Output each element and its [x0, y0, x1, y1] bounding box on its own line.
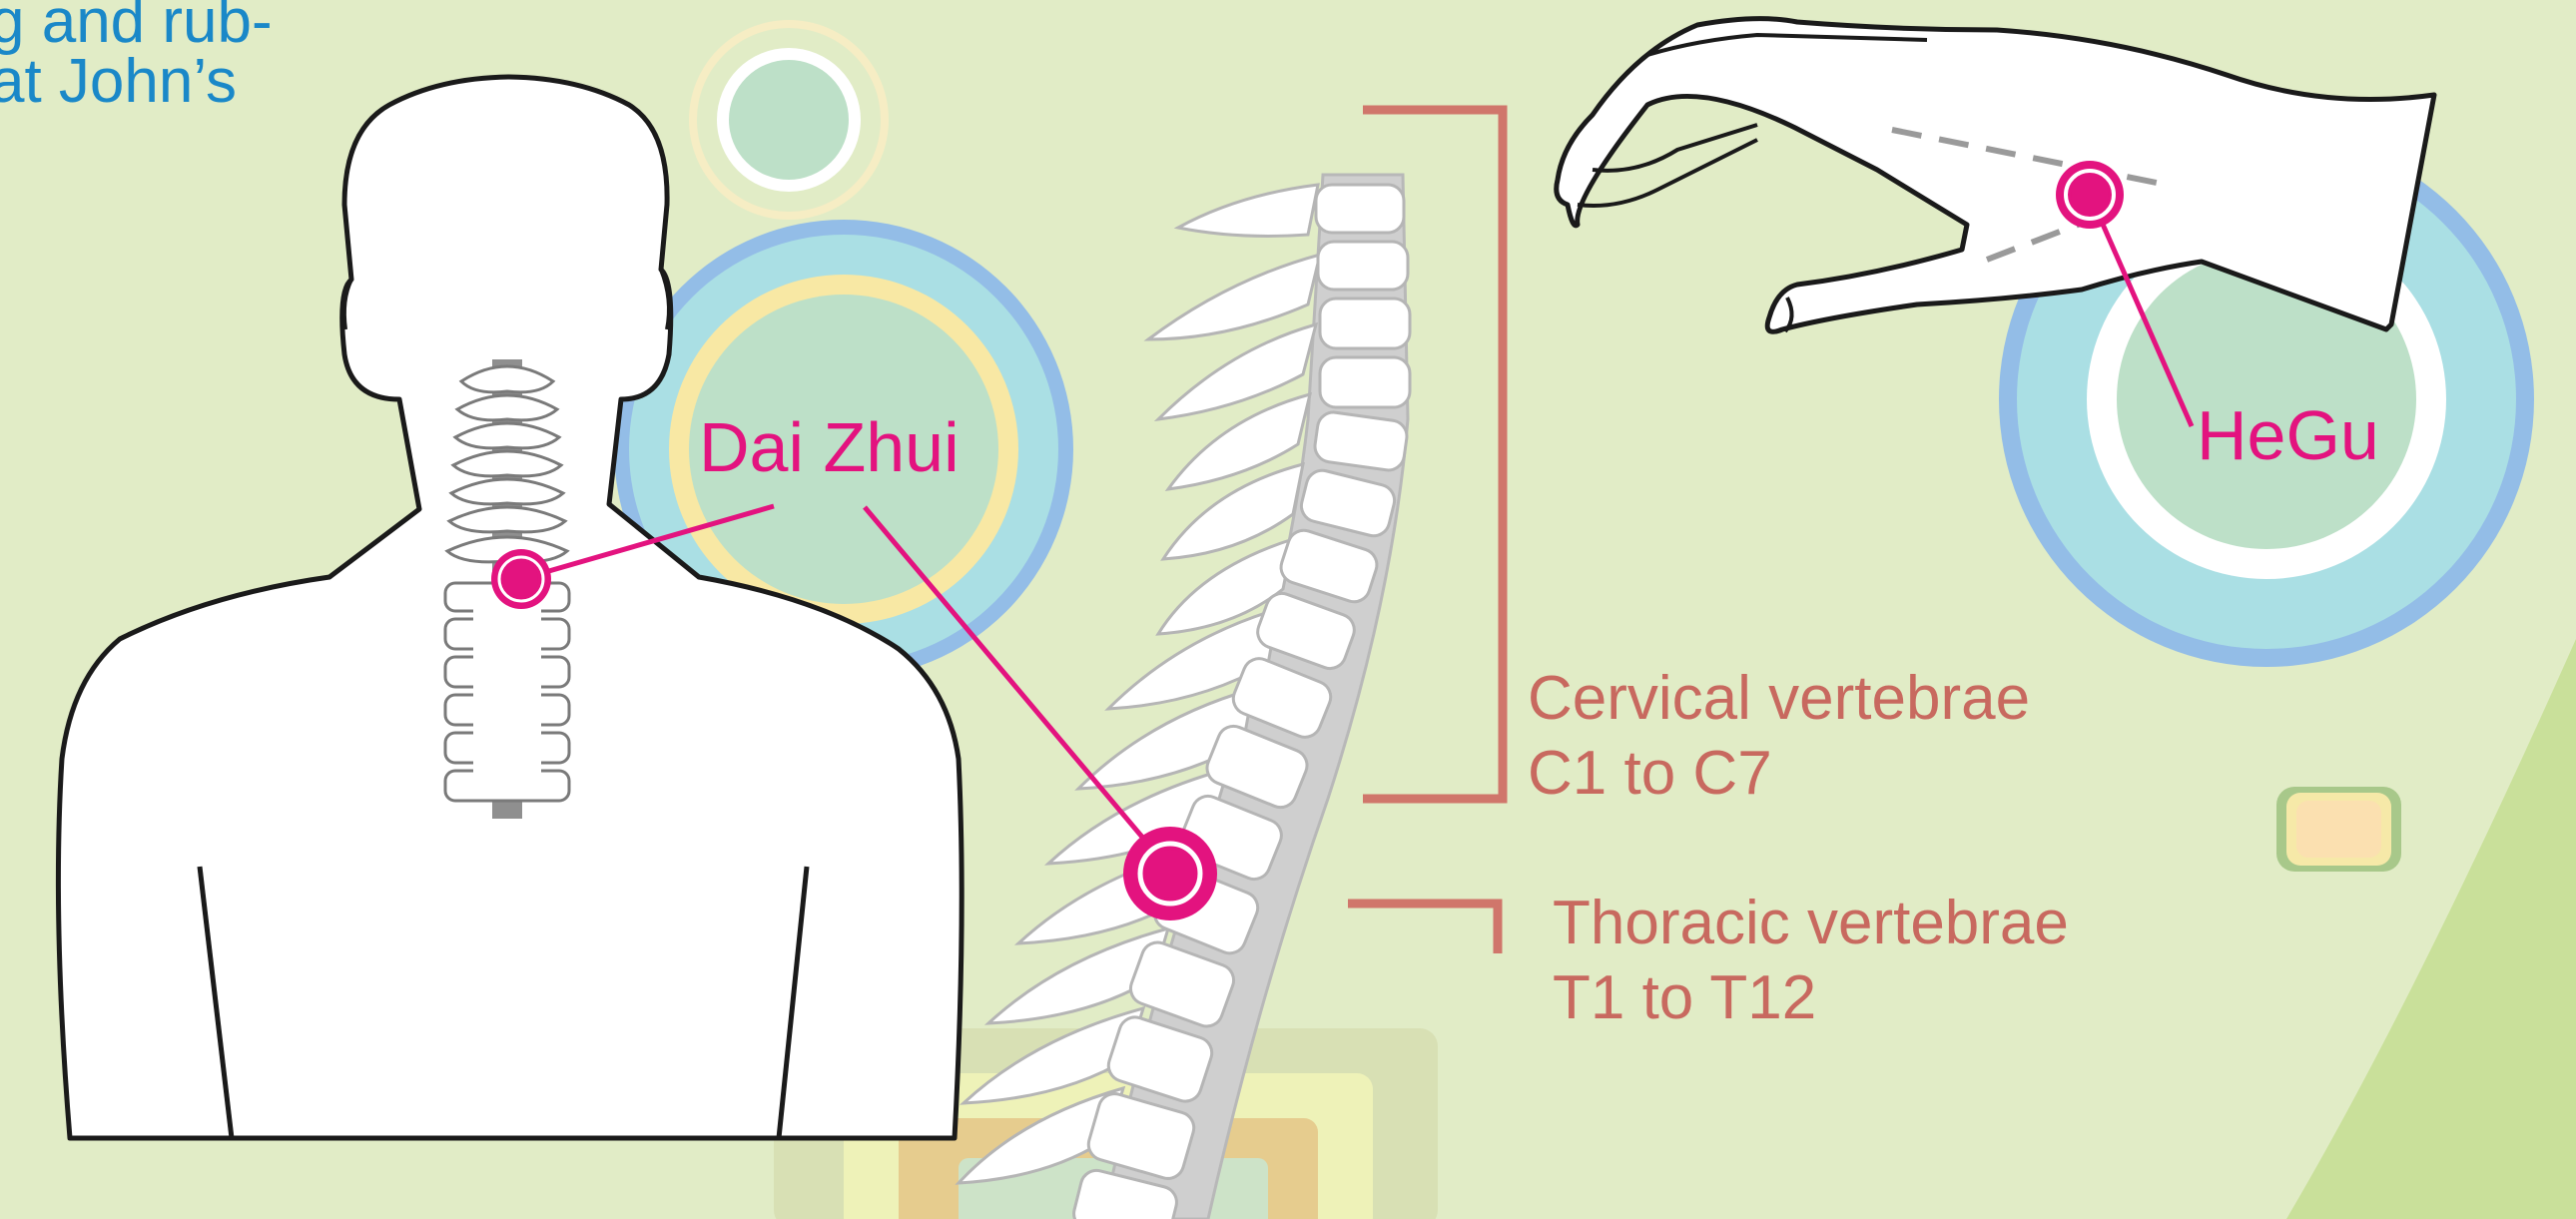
thoracic-range: T1 to T12: [1553, 963, 1816, 1032]
daizhui-marker-neck: [491, 549, 551, 609]
cervical-range: C1 to C7: [1528, 739, 1772, 808]
intro-text-line-2: at John’s: [0, 47, 237, 116]
background-corner-wedge: [2286, 639, 2576, 1219]
hegu-marker: [2056, 161, 2124, 229]
cervical-title: Cervical vertebrae: [1528, 664, 2030, 733]
hegu-label: HeGu: [2197, 396, 2379, 474]
daizhui-label: Dai Zhui: [699, 408, 960, 486]
decorative-square-icon: [2276, 787, 2401, 872]
thoracic-bracket: [1348, 904, 1498, 953]
daizhui-marker-spine: [1123, 827, 1217, 920]
thoracic-title: Thoracic vertebrae: [1553, 889, 2069, 957]
hand-illustration: [1557, 19, 2434, 332]
decorative-circle-small: [689, 20, 889, 220]
